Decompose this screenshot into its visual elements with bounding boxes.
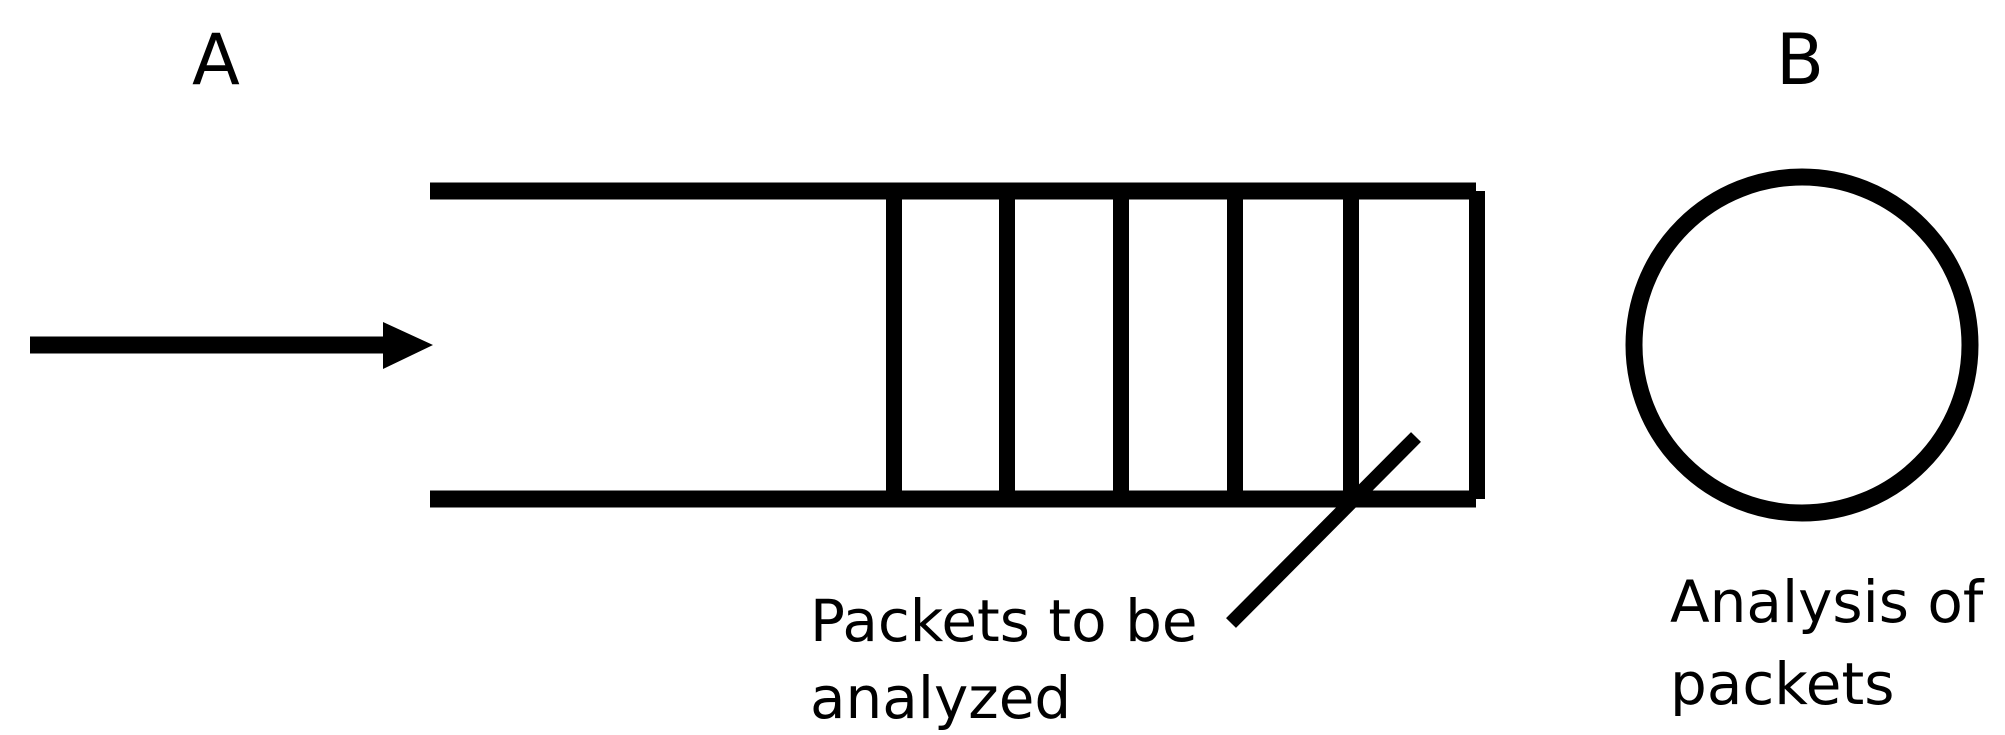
server-circle xyxy=(1625,168,1979,522)
queue-pointer-line xyxy=(1226,432,1421,628)
label-a: A xyxy=(192,19,240,101)
label-b: B xyxy=(1776,19,1824,101)
queue-caption-line-1: Packets to be xyxy=(810,587,1198,655)
server-caption-line-2: packets xyxy=(1670,650,1894,718)
arrow-head xyxy=(383,322,433,369)
queue-caption-line-2: analyzed xyxy=(810,664,1071,732)
server-caption-line-1: Analysis of xyxy=(1670,568,1985,636)
